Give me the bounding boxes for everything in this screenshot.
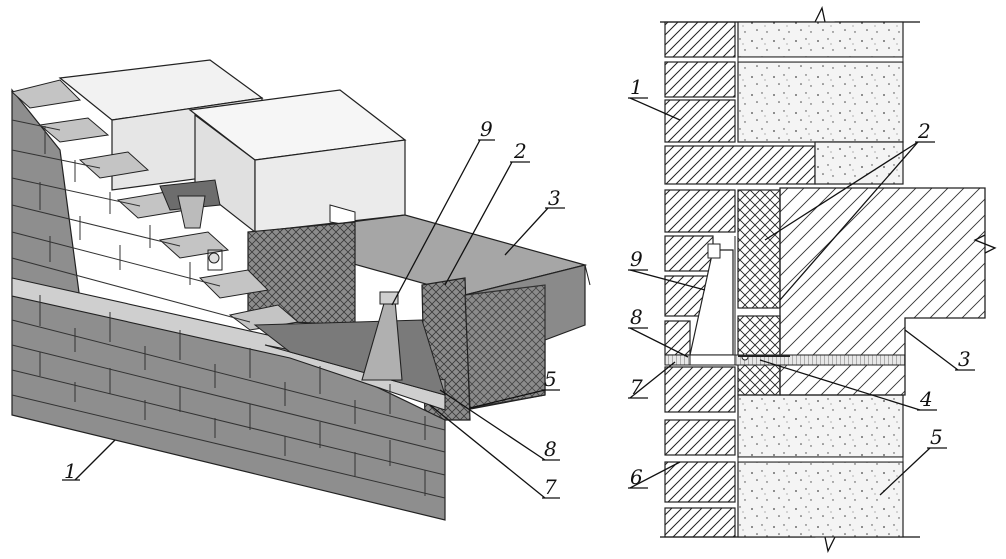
svg-text:8: 8 — [630, 305, 643, 329]
svg-text:5: 5 — [544, 367, 557, 391]
svg-text:7: 7 — [630, 375, 643, 399]
callout-right-6: 6 — [628, 461, 681, 489]
callout-right-7: 7 — [628, 361, 676, 399]
callout-right-8: 8 — [628, 305, 689, 358]
svg-text:9: 9 — [630, 247, 643, 271]
svg-text:5: 5 — [930, 425, 943, 449]
callout-right-5: 5 — [879, 425, 947, 496]
callout-right-3: 3 — [904, 329, 975, 371]
callout-left-9: 9 — [391, 117, 495, 306]
svg-text:1: 1 — [64, 459, 77, 483]
callout-left-8: 8 — [439, 389, 560, 461]
svg-text:2: 2 — [917, 119, 931, 143]
callout-right-2: 2 — [764, 119, 935, 301]
callout-left-7: 7 — [429, 404, 560, 499]
svg-text:3: 3 — [958, 347, 971, 371]
svg-text:9: 9 — [480, 117, 493, 141]
isometric-wall-view: 1 9 2 3 5 8 7 — [10, 59, 591, 521]
svg-text:3: 3 — [548, 186, 561, 210]
callout-left-5: 5 — [469, 367, 560, 409]
callout-right-9: 9 — [628, 247, 706, 291]
svg-text:8: 8 — [544, 437, 557, 461]
wall-section-view: 1 2 9 8 3 7 4 — [628, 6, 997, 553]
svg-text:2: 2 — [513, 139, 527, 163]
svg-text:6: 6 — [630, 465, 643, 489]
callout-left-1: 1 — [62, 439, 116, 483]
callout-right-1: 1 — [628, 75, 681, 121]
callout-left-2: 2 — [444, 139, 530, 286]
section-insulation — [737, 189, 781, 309]
svg-text:1: 1 — [630, 75, 643, 99]
callout-right-4: 4 — [759, 359, 937, 411]
callout-left-3: 3 — [504, 186, 565, 256]
svg-text:4: 4 — [919, 387, 933, 411]
svg-text:7: 7 — [544, 475, 557, 499]
